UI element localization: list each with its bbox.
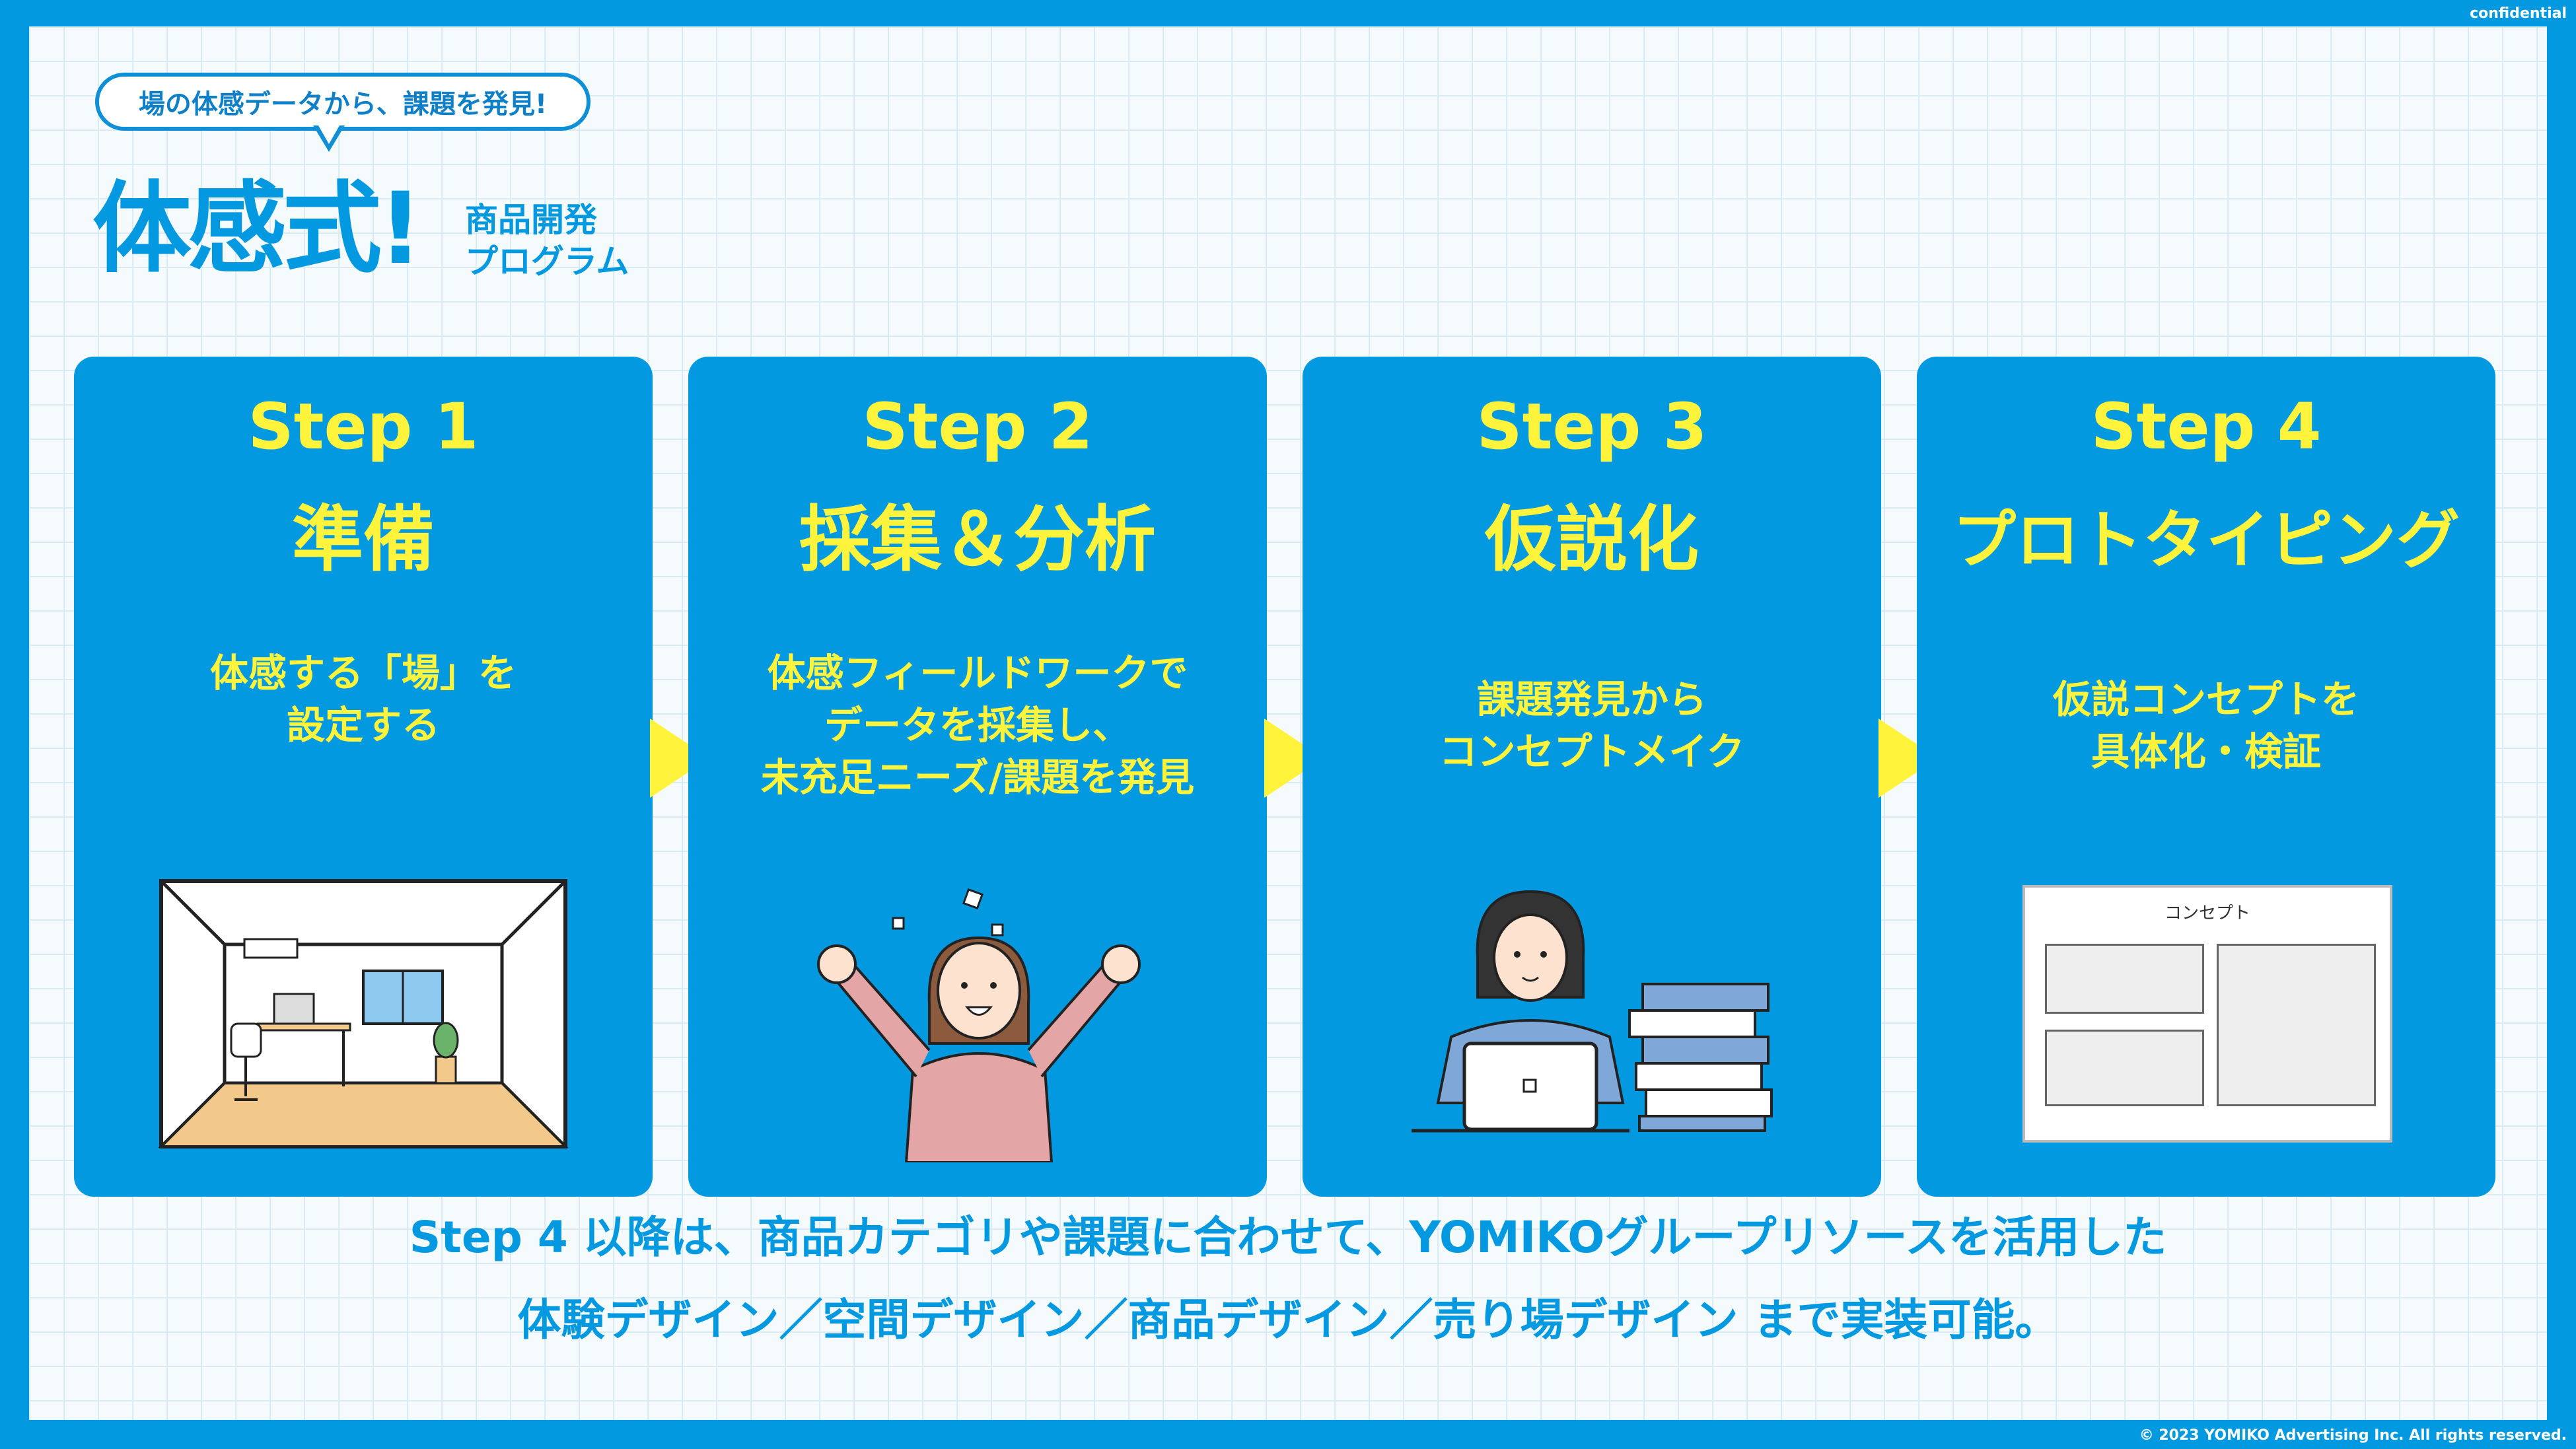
step-label: Step 3 — [1476, 390, 1707, 464]
step-desc-line: データを採集し、 — [824, 702, 1131, 748]
logo-bubble: 場の体感データから、課題を発見! — [95, 73, 590, 131]
bubble-tail-inner — [318, 125, 340, 144]
step-desc: 仮説コンセプトを 具体化・検証 — [1930, 674, 2482, 778]
step-label: Step 1 — [248, 390, 479, 464]
slide: 場の体感データから、課題を発見! 体感式! 商品開発 プログラム Step 1 … — [29, 26, 2547, 1420]
step-desc: 課題発見から コンセプトメイク — [1316, 674, 1868, 778]
concept-box — [2045, 944, 2204, 1014]
step-desc-line: 具体化・検証 — [2091, 728, 2321, 774]
concept-box — [2217, 944, 2376, 1106]
person-working-illustration — [1412, 890, 1773, 1133]
room-illustration — [159, 879, 568, 1149]
concept-box — [2045, 1030, 2204, 1106]
step-label: Step 4 — [2091, 390, 2322, 464]
step-card-1: Step 1 準備 体感する「場」を 設定する — [74, 357, 653, 1197]
step-title: 採集＆分析 — [799, 499, 1156, 581]
footer-line-1: Step 4 以降は、商品カテゴリや課題に合わせて、YOMIKOグループリソース… — [409, 1212, 2167, 1263]
step-desc-line: 未充足ニーズ/課題を発見 — [760, 754, 1195, 800]
step-desc-line: コンセプトメイク — [1439, 728, 1745, 774]
step-desc-line: 課題発見から — [1476, 677, 1707, 722]
step-card-3: Step 3 仮説化 課題発見から コンセプトメイク — [1303, 357, 1881, 1197]
step-title: プロトタイピング — [1952, 503, 2460, 577]
confidential-label: confidential — [2470, 5, 2567, 22]
logo-main: 体感式! — [92, 172, 423, 287]
step-desc-line: 仮説コンセプトを — [2052, 677, 2359, 722]
step-title: 仮説化 — [1484, 499, 1699, 581]
step-desc: 体感フィールドワークで データを採集し、 未充足ニーズ/課題を発見 — [701, 647, 1254, 804]
step-desc-line: 体感フィールドワークで — [767, 651, 1188, 695]
logo-sub: 商品開発 プログラム — [465, 199, 629, 282]
step-label: Step 2 — [862, 390, 1093, 464]
footer-line-2: 体験デザイン／空間デザイン／商品デザイン／売り場デザイン まで実装可能。 — [517, 1294, 2059, 1345]
step-card-4: Step 4 プロトタイピング 仮説コンセプトを 具体化・検証 コンセプト — [1917, 357, 2495, 1197]
copyright-notice: © 2023 YOMIKO Advertising Inc. All right… — [2139, 1427, 2567, 1444]
step-desc-line: 設定する — [286, 702, 440, 748]
logo-bubble-text: 場の体感データから、課題を発見! — [138, 89, 548, 120]
logo-sub-line2: プログラム — [465, 242, 629, 281]
concept-sheet: コンセプト — [2022, 885, 2392, 1143]
step-desc-line: 体感する「場」を — [209, 651, 517, 695]
step-title: 準備 — [291, 499, 435, 581]
logo-sub-line1: 商品開発 — [465, 201, 597, 239]
step-card-2: Step 2 採集＆分析 体感フィールドワークで データを採集し、 未充足ニーズ… — [688, 357, 1267, 1197]
step-desc: 体感する「場」を 設定する — [87, 647, 639, 752]
person-cheering-illustration — [817, 888, 1141, 1162]
concept-label: コンセプト — [2164, 903, 2250, 923]
